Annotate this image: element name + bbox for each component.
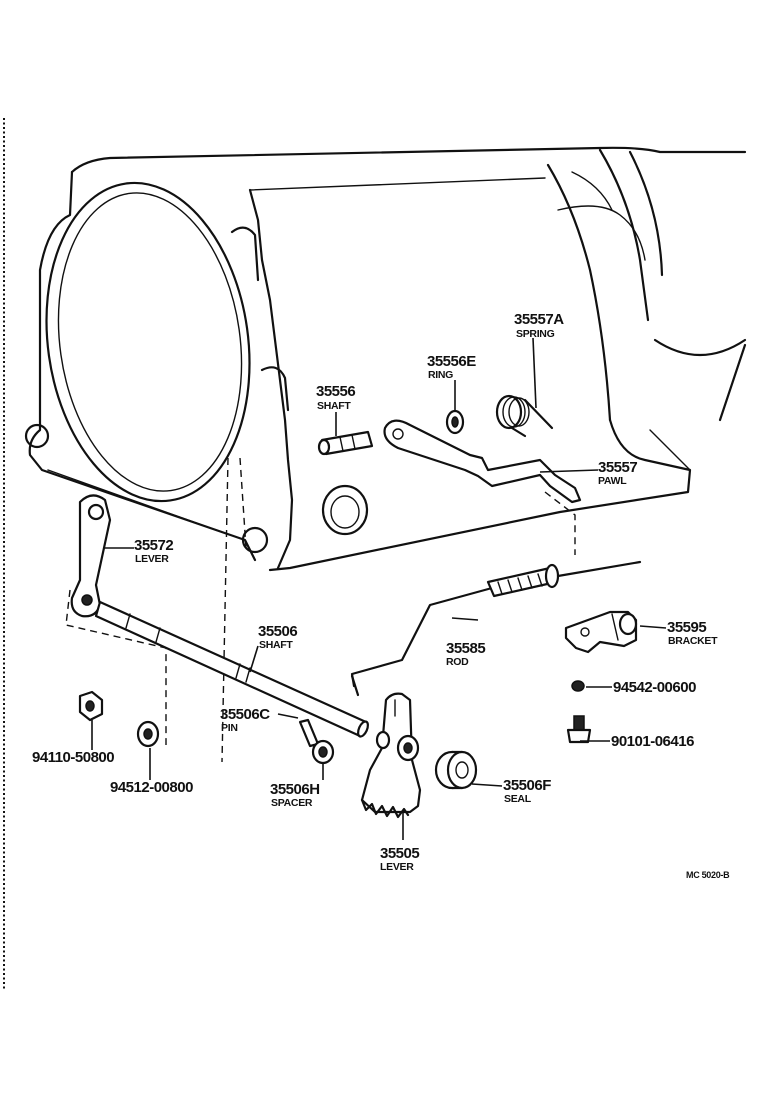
part-number: 94110-50800 — [32, 749, 114, 766]
rod-35585 — [350, 560, 642, 697]
callout-35585: 35585 ROD — [446, 640, 486, 668]
part-number: 94512-00800 — [110, 779, 193, 796]
transmission-case — [24, 146, 747, 763]
callout-35557: 35557 PAWL — [598, 459, 638, 487]
part-name: RING — [428, 369, 453, 381]
part-number: 35595 — [667, 619, 706, 636]
part-number: 35585 — [446, 640, 485, 657]
part-number: 35506F — [503, 777, 551, 794]
callout-94542-00600: 94542-00600 — [613, 679, 697, 696]
part-number: 35557 — [598, 459, 637, 476]
spacer-35506h — [311, 739, 335, 765]
part-number: 90101-06416 — [611, 733, 694, 750]
part-name: LEVER — [380, 861, 414, 873]
pin-35506c — [298, 718, 320, 748]
shaft-35556 — [317, 430, 374, 456]
callout-35557a: 35557A SPRING — [514, 311, 565, 340]
lever-35572 — [65, 494, 167, 745]
callout-35506c: 35506C PIN — [220, 706, 271, 734]
callout-35506h: 35506H SPACER — [270, 781, 320, 809]
callout-35556: 35556 SHAFT — [316, 383, 356, 412]
callout-35572: 35572 LEVER — [134, 537, 174, 565]
callout-35506f: 35506F SEAL — [503, 777, 552, 805]
pawl-35557 — [383, 419, 582, 504]
callout-94110-50800: 94110-50800 — [32, 749, 115, 766]
part-number: 35572 — [134, 537, 173, 554]
figure-code: MC 5020-B — [686, 870, 730, 880]
part-name: ROD — [446, 656, 469, 668]
callout-94512-00800: 94512-00800 — [110, 779, 194, 796]
part-number: 35556 — [316, 383, 355, 400]
leader-lines — [91, 337, 667, 840]
part-number: 35506C — [220, 706, 270, 723]
bracket-35595 — [564, 610, 638, 654]
part-number: 35506H — [270, 781, 320, 798]
part-name: PAWL — [598, 475, 627, 487]
callout-35506: 35506 SHAFT — [258, 623, 298, 651]
part-number: 35505 — [380, 845, 419, 862]
callout-35556e: 35556E RING — [427, 353, 477, 381]
bolt-90101-06416 — [566, 715, 592, 744]
washer-94512-00800 — [136, 720, 160, 748]
washer-94542-00600 — [571, 680, 585, 692]
part-name: SEAL — [504, 793, 532, 805]
part-number: 35556E — [427, 353, 476, 370]
spring-35557a — [495, 394, 554, 438]
part-number: 35506 — [258, 623, 297, 640]
part-name: PIN — [221, 722, 238, 734]
part-name: SPACER — [271, 797, 313, 809]
lever-35505 — [360, 692, 422, 819]
part-name: LEVER — [135, 553, 169, 565]
part-name: BRACKET — [668, 635, 718, 647]
part-number: 94542-00600 — [613, 679, 696, 696]
part-name: SPRING — [516, 328, 555, 340]
callout-90101-06416: 90101-06416 — [611, 733, 695, 750]
ring-35556e — [445, 409, 465, 435]
seal-35506f — [434, 750, 478, 790]
callout-35505: 35505 LEVER — [380, 845, 420, 873]
part-name: SHAFT — [259, 639, 293, 651]
part-name: SHAFT — [317, 400, 351, 412]
part-number: 35557A — [514, 311, 564, 328]
shaft-35506 — [94, 600, 369, 738]
callout-35595: 35595 BRACKET — [667, 619, 718, 647]
nut-94110-50800 — [78, 690, 104, 722]
